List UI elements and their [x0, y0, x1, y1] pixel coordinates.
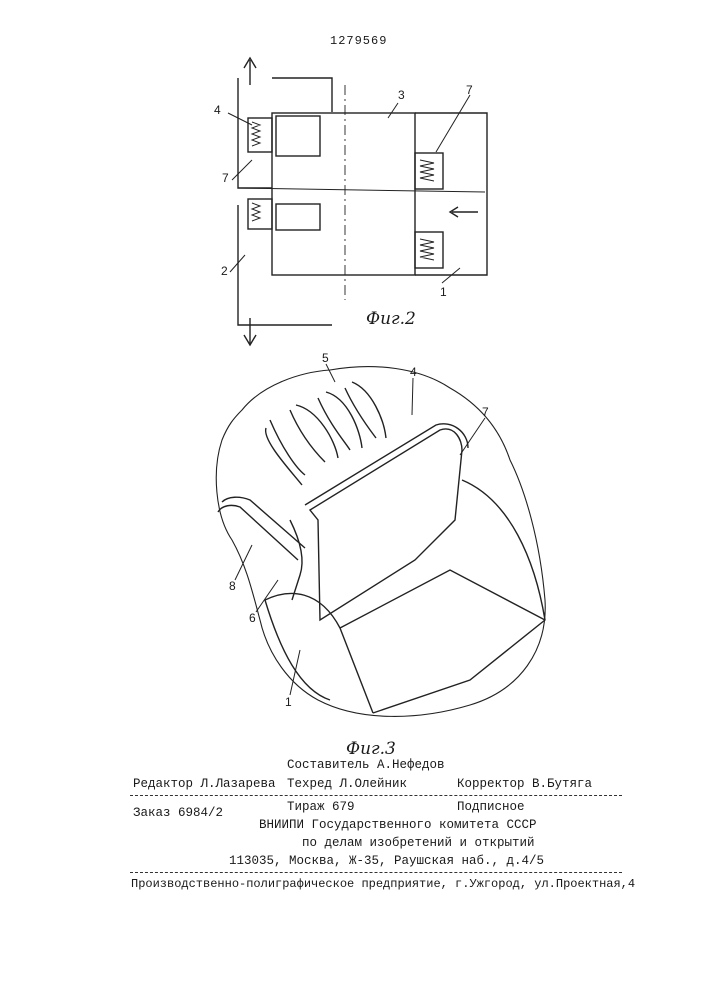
- imprint-address: 113035, Москва, Ж-35, Раушская наб., д.4…: [229, 854, 544, 868]
- fig3-label-4: 4: [410, 365, 417, 379]
- fig2-label-7-right: 7: [466, 83, 473, 97]
- imprint-circulation: Тираж 679: [287, 800, 355, 814]
- divider-bottom: [130, 872, 622, 873]
- fig2-label-1: 1: [440, 285, 447, 299]
- figure-3-caption: Фиг.3: [346, 739, 396, 759]
- fig3-label-6: 6: [249, 611, 256, 625]
- imprint-corrector: Корректор В.Бутяга: [457, 777, 592, 791]
- imprint-compiler: Составитель А.Нефедов: [287, 758, 445, 772]
- figure-2-caption: Фиг.2: [366, 309, 416, 329]
- figure-2-drawing: [228, 58, 487, 345]
- fig3-label-7: 7: [482, 405, 489, 419]
- fig3-label-1: 1: [285, 695, 292, 709]
- fig2-label-3: 3: [398, 88, 405, 102]
- imprint-subscription: Подписное: [457, 800, 525, 814]
- figure-3-labels: 5 4 7 8 6 1: [229, 351, 489, 709]
- imprint-order: Заказ 6984/2: [133, 806, 223, 820]
- imprint-printer: Производственно-полиграфическое предприя…: [131, 877, 635, 891]
- fig2-label-4: 4: [214, 103, 221, 117]
- patent-drawings: 4 7 3 7 2 1 Фиг.2: [0, 0, 707, 760]
- imprint-org-line1: ВНИИПИ Государственного комитета СССР: [259, 818, 537, 832]
- imprint-editor: Редактор Л.Лазарева: [133, 777, 276, 791]
- fig3-label-8: 8: [229, 579, 236, 593]
- figure-3-drawing: [216, 364, 545, 716]
- imprint-techred: Техред Л.Олейник: [287, 777, 407, 791]
- fig3-label-5: 5: [322, 351, 329, 365]
- fig2-label-7-left: 7: [222, 171, 229, 185]
- divider-top: [130, 795, 622, 796]
- imprint-org-line2: по делам изобретений и открытий: [302, 836, 535, 850]
- fig2-label-2: 2: [221, 264, 228, 278]
